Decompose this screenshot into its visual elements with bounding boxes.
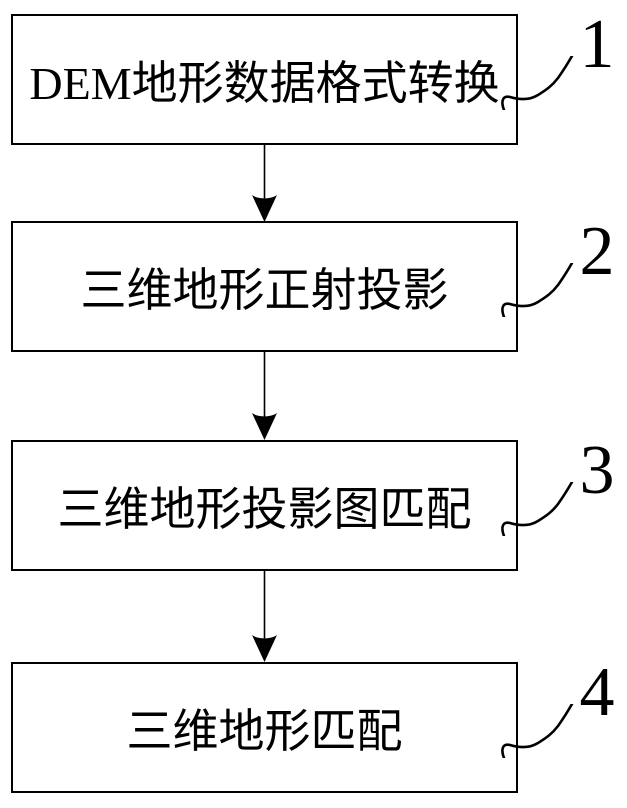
reference-number-3: 3 bbox=[579, 432, 615, 509]
reference-leader-squiggle-4 bbox=[501, 704, 574, 758]
down-arrow-icon-3 bbox=[252, 571, 277, 662]
reference-leader-squiggle-3 bbox=[501, 482, 574, 536]
reference-leader-squiggle-2 bbox=[501, 263, 574, 317]
flow-step-label-2: 三维地形正射投影 bbox=[80, 264, 449, 316]
flow-step-label-1: DEM地形数据格式转换 bbox=[29, 57, 500, 109]
reference-number-2: 2 bbox=[579, 213, 615, 290]
reference-number-1: 1 bbox=[579, 6, 615, 83]
flow-step-label-4: 三维地形匹配 bbox=[126, 705, 403, 757]
reference-leader-squiggle-1 bbox=[501, 56, 574, 110]
down-arrow-icon-2 bbox=[252, 352, 277, 440]
flow-step-box-2: 三维地形正射投影 bbox=[11, 221, 518, 352]
flow-step-label-3: 三维地形投影图匹配 bbox=[57, 483, 472, 535]
down-arrow-icon-1 bbox=[252, 145, 277, 222]
flow-step-box-4: 三维地形匹配 bbox=[11, 662, 518, 793]
flow-step-box-1: DEM地形数据格式转换 bbox=[11, 14, 518, 145]
flow-step-box-3: 三维地形投影图匹配 bbox=[11, 440, 518, 571]
reference-number-4: 4 bbox=[579, 654, 615, 731]
